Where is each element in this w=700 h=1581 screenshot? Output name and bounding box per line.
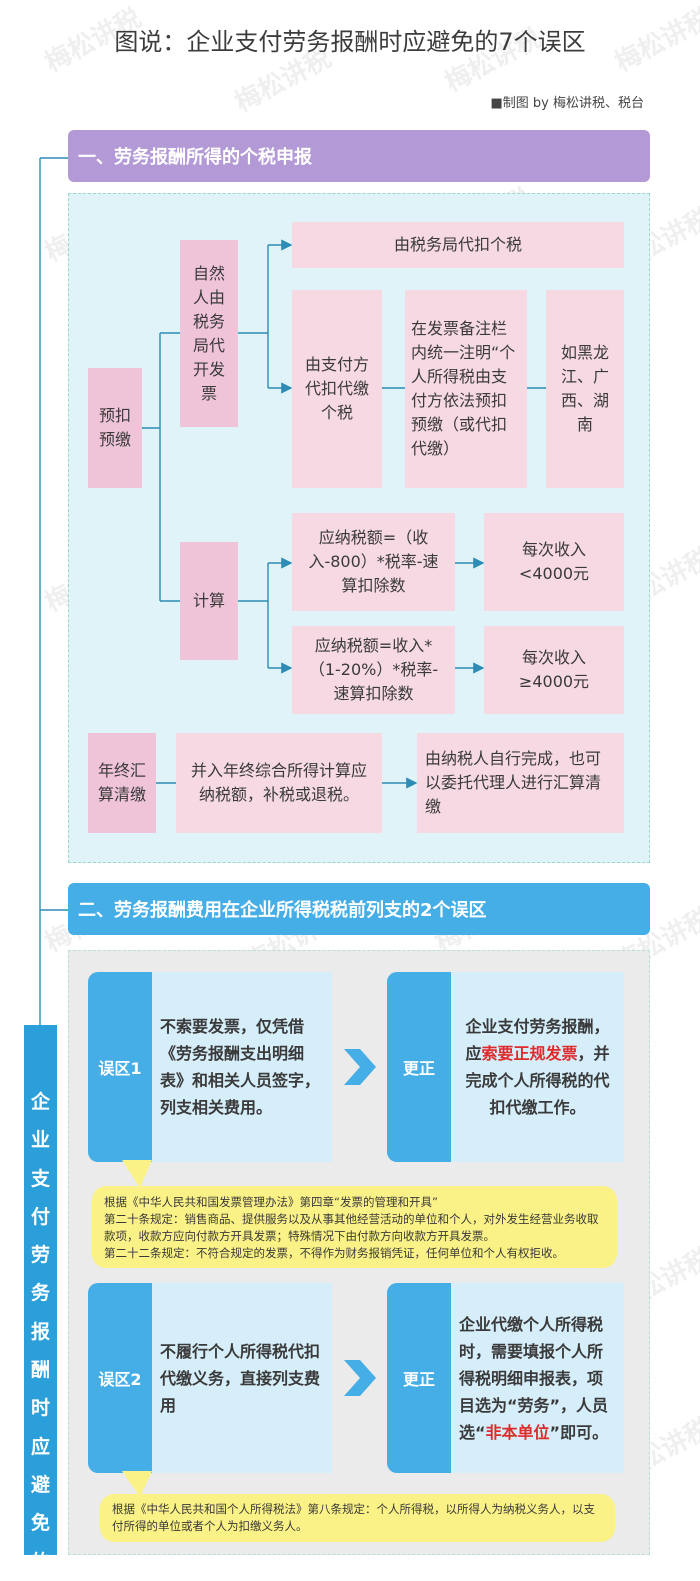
error1-tag: 误区1 [88, 972, 152, 1162]
sidebar-label: 企业支付劳务报酬时应避免的 [24, 1025, 57, 1573]
error2-text: 不履行个人所得税代扣代缴义务，直接列支费用 [152, 1283, 332, 1473]
calc-box: 计算 [180, 542, 238, 660]
sidebar-char: 的 [30, 1550, 50, 1573]
sidebar-char: 务 [30, 1282, 50, 1305]
credit: ■制图 by 梅松讲税、税台 [490, 96, 645, 111]
note2-line: 根据《中华人民共和国个人所得税法》第八条规定：个人所得税，以所得人为纳税义务人，… [112, 1502, 595, 1533]
note1: 根据《中华人民共和国发票管理办法》第四章“发票的管理和开具” 第二十条规定：销售… [92, 1186, 617, 1268]
sidebar-char: 时 [30, 1397, 50, 1420]
note1-line: 第二十条规定：销售商品、提供服务以及从事其他经营活动的单位和个人，对外发生经营业… [104, 1212, 599, 1243]
cond2-box: 每次收入≥4000元 [484, 626, 624, 714]
formula2-box: 应纳税额=收入*（1-20%）*税率-速算扣除数 [292, 626, 455, 714]
section1-header: 一、劳务报酬所得的个税申报 [68, 130, 650, 182]
sidebar-char: 付 [30, 1205, 50, 1228]
prepay-box: 预扣预缴 [88, 368, 142, 488]
sidebar-char: 支 [30, 1167, 50, 1190]
sidebar-char: 报 [30, 1320, 50, 1343]
regions-box: 如黑龙江、广西、湖南 [546, 290, 624, 488]
formula1-box: 应纳税额=（收入-800）*税率-速算扣除数 [292, 513, 455, 611]
error2-tag: 误区2 [88, 1283, 152, 1473]
section2-header: 二、劳务报酬费用在企业所得税税前列支的2个误区 [68, 883, 650, 935]
sidebar-char: 劳 [30, 1244, 50, 1267]
payer-withhold-box: 由支付方代扣代缴个税 [292, 290, 382, 488]
sidebar-char: 应 [30, 1435, 50, 1458]
sidebar-char: 免 [30, 1512, 50, 1535]
note1-pointer [122, 1160, 152, 1188]
fix2-tag: 更正 [387, 1283, 451, 1473]
invoice-note-box: 在发票备注栏内统一注明“个人所得税由支付方依法预扣预缴（或代扣代缴） [405, 290, 527, 488]
note1-line: 根据《中华人民共和国发票管理办法》第四章“发票的管理和开具” [104, 1195, 438, 1209]
note2-pointer [122, 1471, 152, 1497]
error1-text: 不索要发票，仅凭借《劳务报酬支出明细表》和相关人员签字，列支相关费用。 [152, 972, 332, 1162]
fix2-emphasis: 非本单位 [485, 1422, 550, 1442]
withheld-by-tax-office-box: 由税务局代扣个税 [292, 222, 624, 268]
fix2-text: 企业代缴个人所得税时，需要填报个人所得税明细申报表，项目选为“劳务”，人员选“非… [451, 1283, 624, 1473]
note2: 根据《中华人民共和国个人所得税法》第八条规定：个人所得税，以所得人为纳税义务人，… [100, 1494, 615, 1542]
fix1-tag: 更正 [387, 972, 451, 1162]
sidebar-char: 酬 [30, 1359, 50, 1382]
arrow-right-icon [344, 1360, 376, 1396]
tax-office-invoice-box: 自然人由税务局代开发票 [180, 240, 238, 427]
fix1-emphasis: 索要正规发票 [481, 1044, 578, 1063]
annual-box: 年终汇算清缴 [88, 733, 156, 833]
annual-desc-box: 并入年终综合所得计算应纳税额，补税或退税。 [176, 733, 382, 833]
section1-title: 一、劳务报酬所得的个税申报 [78, 147, 312, 168]
sidebar-char: 避 [30, 1473, 50, 1496]
sidebar-char: 业 [30, 1129, 50, 1152]
fix1-text: 企业支付劳务报酬，应索要正规发票，并完成个人所得税的代扣代缴工作。 [451, 972, 624, 1162]
arrow-right-icon [344, 1049, 376, 1085]
section2-title: 二、劳务报酬费用在企业所得税税前列支的2个误区 [78, 900, 487, 921]
note1-line: 第二十二条规定：不符合规定的发票，不得作为财务报销凭证，任何单位和个人有权拒收。 [104, 1246, 564, 1260]
page-title: 图说：企业支付劳务报酬时应避免的7个误区 [114, 28, 586, 56]
annual-who-box: 由纳税人自行完成，也可以委托代理人进行汇算清缴 [417, 733, 624, 833]
sidebar-char: 企 [30, 1091, 50, 1113]
cond1-box: 每次收入<4000元 [484, 513, 624, 611]
